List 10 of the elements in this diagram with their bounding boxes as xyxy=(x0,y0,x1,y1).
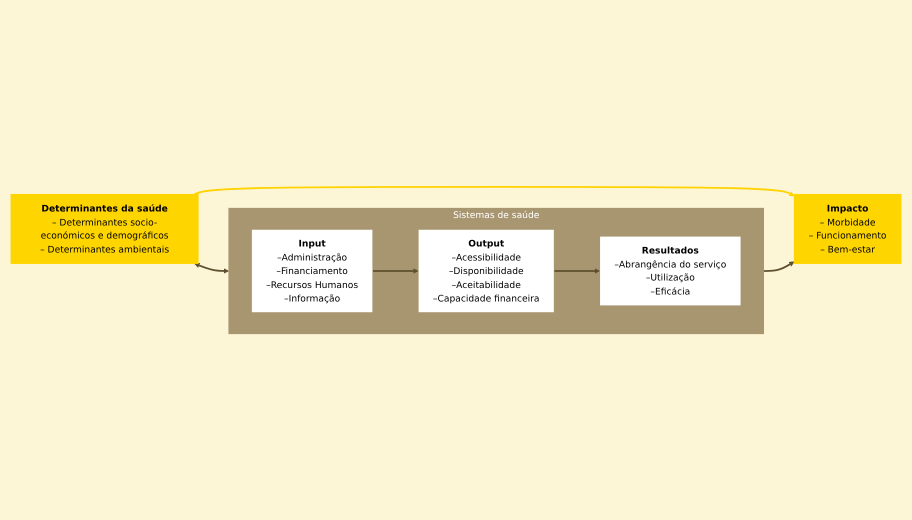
arrow xyxy=(372,268,419,274)
arrow xyxy=(554,268,600,274)
node-box: Input –Administração –Financiamento –Recursos Humanos –Informação xyxy=(251,228,373,312)
node-box: Impacto – Morbidade – Funcionamento – Bem-estar xyxy=(794,194,902,264)
node-box: Determinantes da saúde – Determinantes socio-económicos e demográficos – Determinantes ambientais xyxy=(10,194,199,264)
arrow xyxy=(194,186,794,196)
arrow xyxy=(764,261,794,272)
node-box: Output –Acessibilidade –Disponibilidade –Aceitabilidade –Capacidade financeira xyxy=(418,228,554,312)
node-box: Resultados –Abrangência do serviço –Utilização –Eficácia xyxy=(599,236,742,306)
arrow xyxy=(194,262,229,274)
